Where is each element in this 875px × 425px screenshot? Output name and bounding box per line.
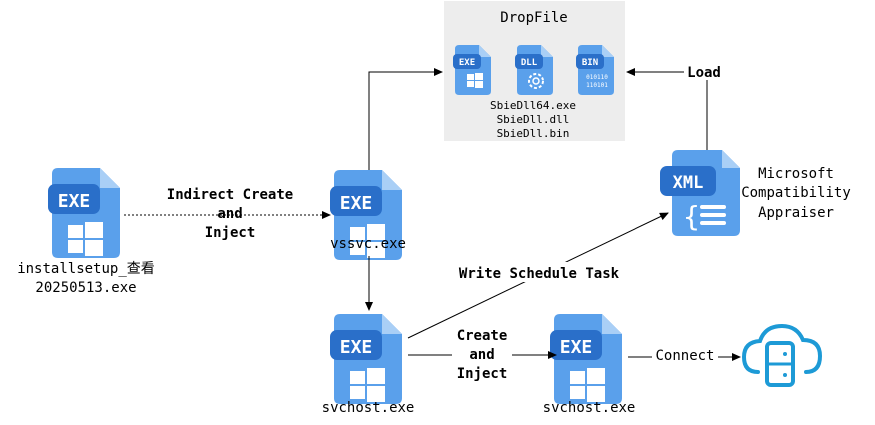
dll-file-icon: DLL [515,45,553,95]
svg-text:010110: 010110 [586,74,608,81]
svg-text:XML: XML [673,173,704,193]
xml-file-icon: XML { [660,150,740,236]
svg-text:BIN: BIN [582,58,598,68]
bin-file-icon: BIN 010110 110101 [576,45,614,95]
dropfile-file-2: SbieDll.dll [497,113,570,126]
edge-vssvc-to-dropfile [368,68,443,170]
svg-text:{: { [683,200,700,233]
vssvc-label: vssvc.exe [330,236,406,252]
edge-create-label-line2: and [469,347,494,363]
exe-file-icon: EXE [453,45,491,95]
edge-indirect-label-line2: and [217,206,242,222]
installer-label-line1: installsetup_查看 [17,261,155,277]
dropfile-title: DropFile [500,10,567,26]
installer-label-line2: 20250513.exe [35,280,136,296]
svchost-right-exe-icon: EXE [550,314,622,404]
installer-exe-icon: EXE [48,168,120,258]
edge-load [626,68,708,150]
vssvc-exe-icon: EXE [330,170,402,260]
dropfile-file-1: SbieDll64.exe [490,99,576,112]
edge-create-label-line1: Create [457,328,508,344]
svg-text:DLL: DLL [521,58,538,68]
svg-text:EXE: EXE [58,191,91,212]
svg-text:110101: 110101 [586,82,608,89]
dropfile-file-3: SbieDll.bin [497,127,570,140]
svg-text:EXE: EXE [340,337,373,358]
svchost-left-exe-icon: EXE [330,314,402,404]
edge-connect-label: Connect [655,348,714,364]
edge-create-label-line3: Inject [457,366,508,382]
appraiser-label-line1: Microsoft [758,166,834,182]
svg-text:EXE: EXE [560,337,593,358]
svchost-right-label: svchost.exe [543,400,636,416]
edge-indirect-label-line3: Inject [205,225,256,241]
edge-load-label: Load [687,65,721,81]
edge-indirect-label-line1: Indirect Create [167,187,293,203]
svg-text:EXE: EXE [340,193,373,214]
appraiser-label-line2: Compatibility [741,185,851,201]
svg-text:EXE: EXE [459,58,475,68]
edge-schedule-label: Write Schedule Task [459,266,620,282]
appraiser-label-line3: Appraiser [758,205,834,221]
svchost-left-label: svchost.exe [322,400,415,416]
cloud-server-icon [741,323,823,387]
